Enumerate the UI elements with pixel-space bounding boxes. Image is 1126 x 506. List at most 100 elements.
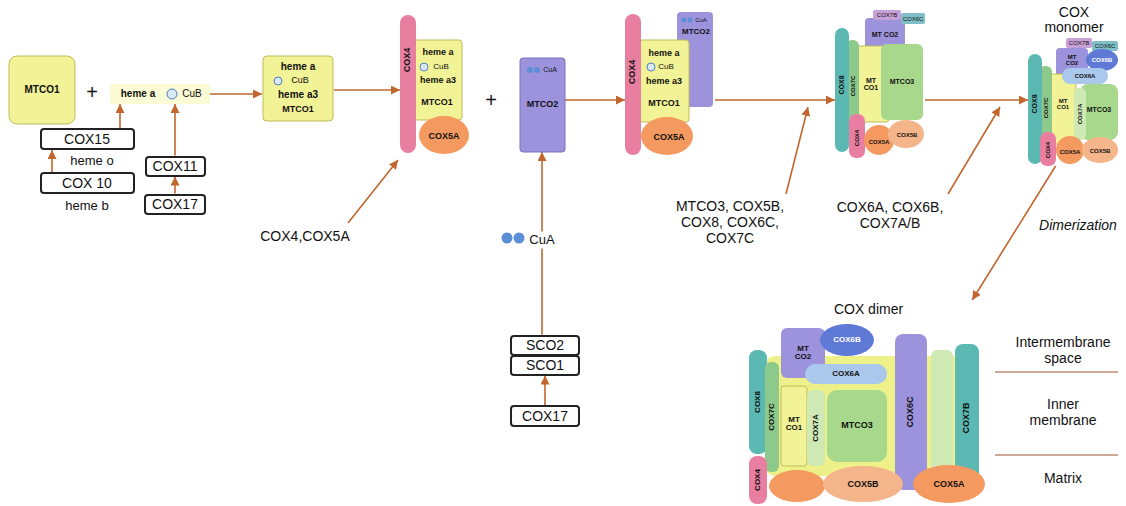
- box-label: COX11: [153, 159, 198, 174]
- chaperone-box: COX17: [144, 194, 206, 215]
- subunit-label: COX7C: [768, 403, 776, 431]
- subunit-shape: [820, 324, 874, 356]
- subunit-label: CuA: [695, 17, 707, 23]
- subunit-label: heme a: [281, 62, 315, 73]
- subunit-shape: [835, 28, 849, 152]
- flow-arrow: [925, 99, 1028, 101]
- subunit-label: COX6B: [833, 336, 861, 344]
- subunit-label: COX6B: [1092, 57, 1113, 63]
- subunit-label: COX4: [1045, 142, 1051, 158]
- subunit-label: MTCO1: [25, 85, 60, 96]
- cox-dimer: COX dimerMT CO2COX6BCOX6ACOX8COX7CMT CO1…: [745, 300, 992, 505]
- added-subunits-label: COX6A, COX6B, COX7A/B: [832, 199, 948, 231]
- subunit-label: CuB: [658, 63, 674, 71]
- subunit-box: heme a CuB heme a3 MTCO1: [262, 55, 334, 122]
- subunit-shape: [1028, 54, 1042, 164]
- subunit-label: heme a3: [278, 90, 318, 101]
- subunit-shape: [1056, 136, 1084, 164]
- subunit-shape: [1040, 132, 1056, 166]
- chaperone-box: SCO2: [510, 335, 580, 356]
- subunit-label: COX4: [854, 130, 860, 146]
- subunit-shape: [1050, 74, 1076, 144]
- subunit-label: COX6C: [1095, 43, 1116, 49]
- subunit-label: MT CO1: [785, 416, 803, 433]
- subunit-label: MTCO1: [282, 105, 314, 114]
- subunit-shape: [881, 44, 923, 120]
- subunit-shape: [274, 77, 282, 85]
- subunit-label: COX5A: [1060, 149, 1081, 155]
- subunit-label: MT CO2: [872, 31, 898, 38]
- subunit-shape: [749, 350, 767, 454]
- subunit-label: CuB: [182, 89, 201, 100]
- cox-monomer: COX monomerCOX7BCOX6CMT CO2COX6BCOX6ACOX…: [1028, 4, 1120, 166]
- subunit-shape: [419, 116, 469, 154]
- subunit-label: MTCO1: [421, 98, 453, 107]
- subunit-label: COX4: [403, 48, 412, 73]
- subunit-label: COX7A: [1077, 104, 1083, 125]
- subunit-label: MT CO2: [792, 345, 814, 362]
- subunit-shape: [625, 14, 641, 155]
- subunit-shape: [1086, 49, 1118, 71]
- subunit-label: COX6C: [903, 15, 924, 21]
- assembly-intermediate: COX4MTCO2CuAheme aCuBheme a3MTCO1COX5A: [625, 12, 715, 157]
- subunit-label: COX5A: [869, 139, 890, 145]
- subunit-label: CuA: [543, 66, 557, 73]
- subunit-label: heme a3: [420, 76, 456, 85]
- box-label: COX17: [522, 409, 568, 424]
- subunit-shape: [901, 13, 925, 24]
- leader-arrow: [786, 107, 808, 194]
- subunit-label: MTCO3: [841, 421, 873, 430]
- subunit-shape: [647, 63, 655, 71]
- subunit-label: CuB: [291, 76, 309, 85]
- subunit-shape: [1066, 38, 1092, 48]
- subunit-shape: [527, 67, 533, 73]
- substrate-label: heme b: [65, 199, 108, 214]
- subunit-shape: [520, 58, 565, 152]
- subunit-label: COX6C: [906, 396, 915, 427]
- assembly-intermediate: COX7BCOX6CMT CO2COX8COX7CMT CO1MTCO3COX4…: [835, 10, 925, 160]
- subunit-shape: [1062, 68, 1108, 84]
- subunit-shape: [895, 334, 927, 490]
- subunit-shape: [412, 40, 462, 120]
- subunit-label: COX6A: [1075, 73, 1096, 79]
- subunit-shape: [823, 466, 903, 502]
- subunit-box: MTCO1: [8, 55, 76, 125]
- subunit-label: MTCO1: [648, 99, 680, 108]
- subunit-shape: [110, 84, 210, 104]
- leader-arrow: [348, 160, 398, 223]
- subunit-shape: [749, 456, 767, 504]
- subunit-label: COX5A: [428, 132, 459, 141]
- chaperone-box: SCO1: [510, 355, 580, 376]
- subunit-shape: [765, 362, 779, 472]
- membrane-boundary-line: [995, 455, 1118, 456]
- subunit-label: COX4: [628, 60, 637, 85]
- subunit-label: heme a3: [646, 77, 682, 86]
- subunit-box: CuAMTCO2: [520, 58, 565, 152]
- flow-arrow: [119, 104, 121, 128]
- subunit-label: heme a: [121, 89, 155, 100]
- subunit-shape: [781, 386, 807, 466]
- subunit-label: MTCO3: [1087, 106, 1112, 113]
- step-label: Dimerization: [1039, 217, 1117, 233]
- subunit-shape: [9, 56, 75, 124]
- flow-arrow: [334, 89, 400, 91]
- subunit-label: COX8: [754, 391, 762, 413]
- copper-label: CuA: [526, 232, 557, 249]
- subunit-shape: [769, 470, 825, 502]
- membrane-boundary-line: [995, 372, 1118, 373]
- subunit-label: COX7C: [1042, 98, 1048, 119]
- subunit-label: COX7C: [849, 76, 855, 97]
- flow-arrow: [972, 166, 1055, 300]
- subunit-label: COX8: [1031, 94, 1038, 113]
- subunit-shape: [807, 390, 825, 466]
- chaperone-box: COX 10: [40, 172, 135, 194]
- subunit-shape: [1082, 137, 1118, 163]
- copper-ion-dot: [514, 233, 525, 244]
- subunit-shape: [805, 364, 887, 384]
- compartment-label: Intermembrane space: [1003, 334, 1123, 366]
- subunit-shape: [913, 465, 985, 503]
- subunit-shape: [263, 56, 333, 121]
- subunit-label: COX8: [838, 75, 845, 94]
- compartment-label: Inner membrane: [1023, 396, 1103, 428]
